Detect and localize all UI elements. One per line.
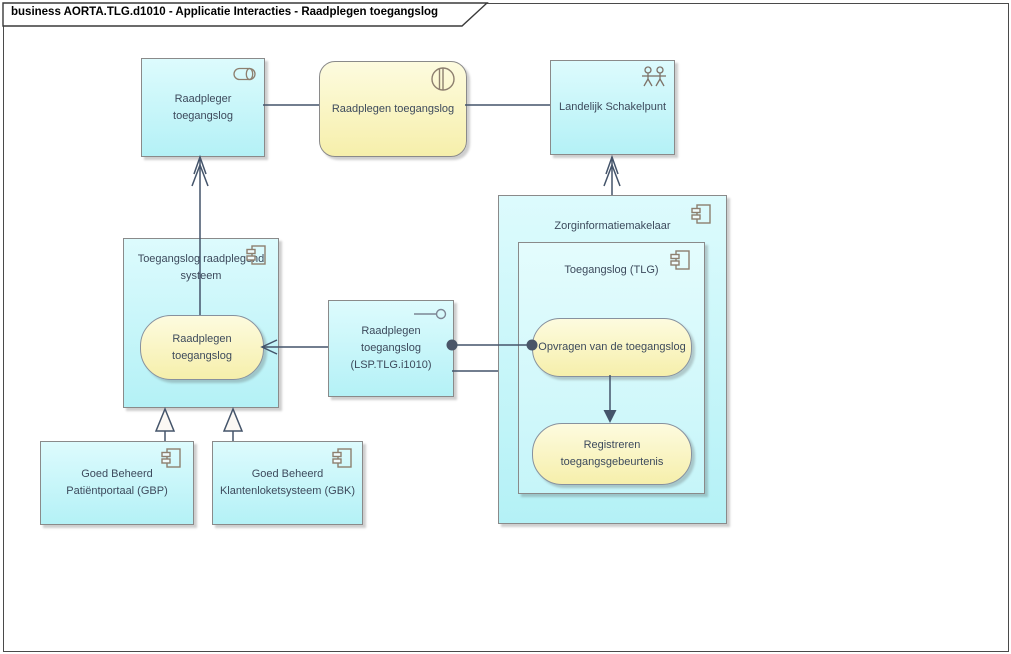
node-label: toegangsgebeurtenis [560, 456, 664, 468]
node-opvragen-van-de-toegangslog[interactable]: Opvragen van de toegangslog [532, 318, 692, 377]
actors-icon [642, 66, 666, 87]
interaction-icon [431, 67, 455, 91]
component-icon [670, 250, 690, 270]
service-cylinder-icon [233, 67, 256, 81]
diagram-frame [3, 3, 1009, 652]
interface-lollipop-icon [414, 308, 447, 320]
node-raadplegen-toegangslog-interaction[interactable]: Raadplegen toegangslog [319, 61, 467, 157]
node-registreren-toegangsgebeurtenis[interactable]: Registreren toegangsgebeurtenis [532, 423, 692, 485]
node-label: toegangslog [173, 109, 233, 122]
node-label: Zorginformatiemakelaar [554, 220, 671, 232]
component-icon [161, 448, 181, 468]
node-raadplegen-toegangslog-service[interactable]: Raadplegen toegangslog [140, 315, 264, 380]
node-label: Klantenloketsysteem (GBK) [219, 485, 356, 497]
node-goed-beheerd-patientportaal[interactable]: Goed Beheerd Patiëntportaal (GBP) [40, 441, 194, 525]
node-goed-beheerd-klantenloketsysteem[interactable]: Goed Beheerd Klantenloketsysteem (GBK) [212, 441, 363, 525]
node-label: toegangslog [172, 349, 232, 362]
node-label: Registreren [583, 439, 641, 451]
node-label: Goed Beheerd [81, 468, 153, 480]
node-label: (LSP.TLG.i1010) [350, 359, 432, 371]
component-icon [691, 204, 711, 224]
node-raadpleger-toegangslog[interactable]: Raadpleger toegangslog [141, 58, 265, 157]
node-label: Opvragen van de toegangslog [538, 341, 686, 353]
diagram-title: business AORTA.TLG.d1010 - Applicatie In… [11, 6, 439, 18]
node-label: Landelijk Schakelpunt [558, 101, 667, 113]
diagram-title-tab [2, 2, 489, 27]
node-landelijk-schakelpunt[interactable]: Landelijk Schakelpunt [550, 60, 675, 155]
node-label: Toegangslog raadplegend [137, 253, 265, 265]
node-label: Goed Beheerd [251, 468, 324, 480]
node-label: Raadplegen [172, 332, 232, 345]
node-label: Raadplegen toegangslog [331, 102, 455, 115]
node-label: systeem [180, 270, 222, 282]
node-raadplegen-toegangslog-interface[interactable]: Raadplegen toegangslog (LSP.TLG.i1010) [328, 300, 454, 397]
node-label: toegangslog [361, 342, 421, 354]
component-icon [246, 245, 266, 265]
node-label: Raadplegen [361, 325, 421, 337]
node-label: Patiëntportaal (GBP) [66, 485, 168, 497]
node-label: Raadpleger [174, 92, 232, 105]
component-icon [332, 448, 352, 468]
node-label: Toegangslog (TLG) [564, 264, 659, 276]
